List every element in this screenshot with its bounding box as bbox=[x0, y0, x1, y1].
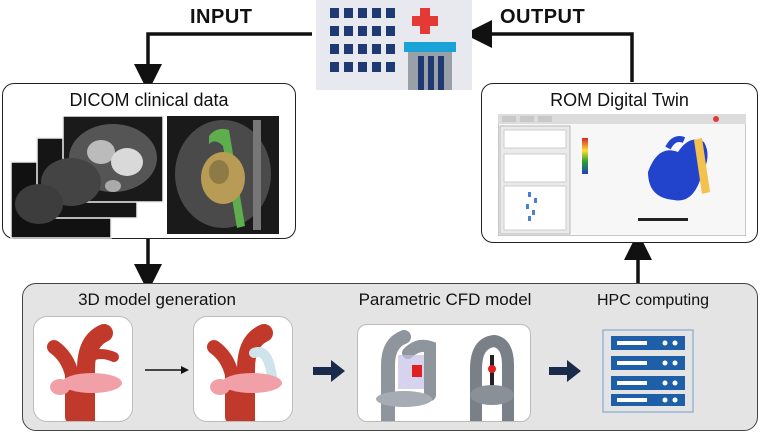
thin-arrow-icon bbox=[145, 366, 189, 374]
hospital-icon bbox=[316, 0, 472, 90]
server-rack-icon bbox=[602, 329, 694, 413]
pipeline-panel: 3D model generation Parametric CFD model… bbox=[22, 283, 758, 431]
dicom-title: DICOM clinical data bbox=[69, 90, 229, 110]
output-label: OUTPUT bbox=[500, 6, 586, 28]
dicom-data-box: DICOM clinical data bbox=[2, 83, 296, 239]
thick-arrow-icon bbox=[549, 360, 581, 382]
ct-slices-image bbox=[10, 116, 164, 239]
rom-title: ROM Digital Twin bbox=[550, 90, 689, 110]
sagittal-segmentation-image bbox=[167, 116, 279, 234]
hpc-title: HPC computing bbox=[596, 292, 710, 309]
rom-digital-twin-box: ROM Digital Twin bbox=[481, 83, 758, 243]
cfd-model-title: Parametric CFD model bbox=[358, 290, 532, 309]
input-label: INPUT bbox=[190, 6, 253, 28]
aorta-stent-thumbnail bbox=[193, 316, 293, 422]
cfd-model-thumbnail bbox=[357, 324, 531, 422]
rom-software-screenshot bbox=[498, 114, 746, 236]
aorta-model-thumbnail bbox=[33, 316, 133, 422]
model-generation-title: 3D model generation bbox=[78, 290, 236, 309]
thick-arrow-icon bbox=[313, 360, 345, 382]
